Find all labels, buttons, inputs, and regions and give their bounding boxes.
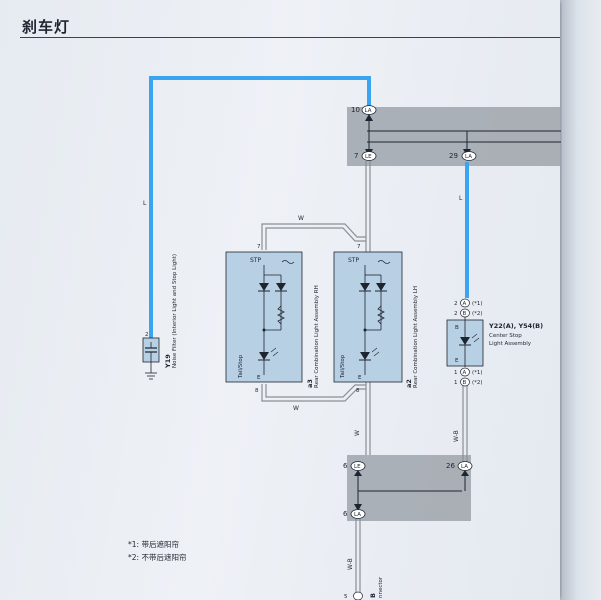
wire-l-left <box>149 76 371 338</box>
svg-text:6: 6 <box>343 510 348 518</box>
junction-block-bottom <box>347 455 471 521</box>
svg-text:B: B <box>463 311 467 317</box>
svg-text:A: A <box>463 370 467 376</box>
svg-text:LA: LA <box>354 512 361 518</box>
footnote-1: *1: 带后遮阳帘 <box>128 540 179 549</box>
wire-label-w-mid: W <box>354 430 361 436</box>
title-rule <box>20 37 560 38</box>
svg-text:29: 29 <box>449 152 458 160</box>
wire-label-l-right: L <box>459 195 463 202</box>
svg-text:LE: LE <box>365 154 372 160</box>
svg-text:Tail/Stop: Tail/Stop <box>340 354 346 379</box>
svg-text:2: 2 <box>145 332 149 338</box>
svg-text:Tail/Stop: Tail/Stop <box>238 354 244 379</box>
svg-text:a2: a2 <box>405 379 413 388</box>
svg-text:nnector: nnector <box>378 576 384 598</box>
footnote-2: *2: 不带后遮阳帘 <box>128 553 187 562</box>
center-stop-bottom-pins: A 1 (*1) B 1 (*2) <box>454 367 483 387</box>
svg-text:1: 1 <box>454 370 458 376</box>
svg-text:2: 2 <box>454 311 458 317</box>
svg-text:(*1): (*1) <box>472 370 483 376</box>
svg-text:6: 6 <box>343 462 348 470</box>
svg-text:Center Stop: Center Stop <box>489 333 522 339</box>
svg-text:a3: a3 <box>306 379 314 388</box>
svg-text:E: E <box>455 358 459 364</box>
svg-text:Y22(A), Y54(B): Y22(A), Y54(B) <box>488 322 543 330</box>
svg-text:1: 1 <box>454 380 458 386</box>
wire-label-w-top: W <box>298 215 304 222</box>
connector-top-in: LA 10 <box>351 105 377 115</box>
svg-text:E: E <box>257 375 261 381</box>
svg-text:Rear Combination Light Assembl: Rear Combination Light Assembly RH <box>314 285 320 388</box>
svg-text:7: 7 <box>357 244 361 250</box>
rear-light-rh: 7 8 STP Tail/Stop E a3 Rear Combination … <box>225 244 320 394</box>
wire-label-w-bottom: W <box>293 405 299 412</box>
svg-text:B: B <box>455 325 459 331</box>
svg-text:7: 7 <box>257 244 261 250</box>
svg-text:26: 26 <box>446 462 455 470</box>
svg-text:STP: STP <box>348 257 359 264</box>
svg-text:(*2): (*2) <box>472 311 483 317</box>
noise-filter-code: Y19 <box>164 354 172 369</box>
footnotes: *1: 带后遮阳帘 *2: 不带后遮阳帘 <box>128 538 186 564</box>
adjacent-page-edge <box>562 0 601 600</box>
page-title: 刹车灯 <box>22 18 71 36</box>
wire-label-wb-bottom: W-B <box>347 558 354 570</box>
svg-text:LA: LA <box>465 154 472 160</box>
svg-text:(*2): (*2) <box>472 380 483 386</box>
junction-block-top <box>347 107 561 166</box>
svg-text:LA: LA <box>461 464 468 470</box>
center-stop-top-pins: A 2 (*1) B 2 (*2) <box>454 298 483 318</box>
svg-text:(*1): (*1) <box>472 301 483 307</box>
wire-label-l-left: L <box>143 200 147 207</box>
svg-text:Light Assembly: Light Assembly <box>489 341 532 347</box>
connector-bottom-left-top: LE 6 <box>343 461 366 471</box>
svg-text:5: 5 <box>344 594 348 600</box>
svg-text:8: 8 <box>356 388 360 394</box>
svg-text:A: A <box>463 301 467 307</box>
noise-filter: 2 Y19 Noise Filter (Interior Light and S… <box>142 254 178 380</box>
svg-text:LE: LE <box>354 464 361 470</box>
svg-text:7: 7 <box>354 152 358 160</box>
svg-text:LA: LA <box>365 108 372 114</box>
svg-text:10: 10 <box>351 106 360 114</box>
svg-text:8: 8 <box>255 388 259 394</box>
connector-bottom-left-bottom: LA 6 <box>343 509 366 519</box>
svg-text:Rear Combination Light Assembl: Rear Combination Light Assembly LH <box>413 286 419 388</box>
connector-top-out-right: LA 29 <box>449 151 477 161</box>
noise-filter-name: Noise Filter (Interior Light and Stop Li… <box>172 254 178 368</box>
svg-text:E: E <box>358 375 362 381</box>
rear-light-lh: 7 8 STP Tail/Stop E a2 Rear Combination … <box>333 244 419 394</box>
svg-text:STP: STP <box>250 257 261 264</box>
center-stop-light: A 2 (*1) B 2 (*2) B E Y22(A), Y54(B) Cen… <box>446 298 543 387</box>
svg-text:B: B <box>463 380 467 386</box>
svg-text:2: 2 <box>454 301 458 307</box>
connector-top-out-left: LE 7 <box>354 151 377 161</box>
svg-text:B: B <box>369 593 377 598</box>
connector-bottom-right-top: LA 26 <box>446 461 473 471</box>
wire-label-wb-right: W-B <box>453 430 460 442</box>
bottom-connector: 5 B nnector <box>344 576 384 600</box>
